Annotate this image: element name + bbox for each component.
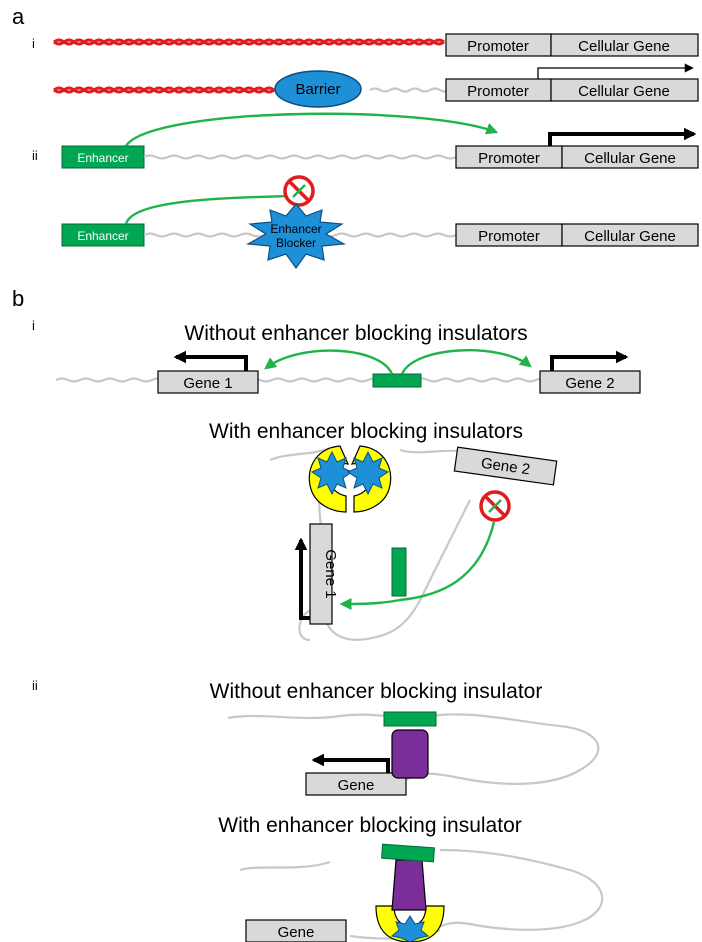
transcription-arrow-icon — [537, 63, 694, 79]
chromatin-loop-bi — [269, 446, 471, 642]
gene-label: Gene — [338, 777, 375, 794]
enhancer-bii-2 — [381, 843, 435, 863]
panel-a-sub-i: i — [32, 36, 35, 51]
blocked-activation-path — [124, 194, 289, 225]
gene2-box: Gene 2 — [539, 350, 641, 394]
gene1-arrow-icon — [294, 537, 310, 620]
dna-row3 — [143, 154, 457, 160]
promoter-gene-row4: Promoter Cellular Gene — [455, 223, 699, 247]
no-sign-icon — [283, 175, 315, 207]
cellular-gene-label: Cellular Gene — [578, 38, 670, 55]
condensed-chromatin-row2 — [53, 86, 275, 94]
heading-without-insulator: Without enhancer blocking insulator — [210, 680, 543, 703]
promoter-label: Promoter — [467, 83, 529, 100]
gene1-label: Gene 1 — [183, 375, 232, 392]
panel-a-label: a — [12, 4, 25, 29]
cohesin-bii-1 — [391, 729, 429, 779]
enhancer-row4: Enhancer — [61, 223, 145, 247]
activation-arrow — [124, 112, 499, 147]
heading-with-insulator: With enhancer blocking insulator — [218, 814, 522, 837]
enhancer-label: Enhancer — [77, 229, 128, 243]
enhancer-blocker-label-line1: Enhancer — [270, 222, 321, 236]
panel-b-sub-i: i — [32, 318, 35, 333]
cellular-gene-label: Cellular Gene — [584, 150, 676, 167]
promoter-gene-row2: Promoter Cellular Gene — [445, 63, 699, 102]
gene1-box-vertical: Gene 1 — [294, 523, 339, 625]
gene1-arrow-icon — [173, 350, 248, 371]
enhancer-blocker-star-burst-icon: Enhancer Blocker — [246, 203, 346, 270]
gene1-box: Gene 1 — [157, 350, 259, 394]
enhancer-bi-top — [372, 373, 422, 388]
open-chromatin-row2 — [369, 87, 451, 93]
star-burst-icon — [346, 450, 390, 496]
strong-transcription-arrow-icon — [548, 127, 697, 146]
enhancer-arrow-right — [400, 349, 532, 375]
promoter-label: Promoter — [478, 228, 540, 245]
enhancer-bi-loop — [391, 547, 407, 597]
enhancer-row3: Enhancer — [61, 145, 145, 169]
insulator-bii-2 — [375, 905, 445, 942]
cohesin-bii-2 — [391, 859, 427, 911]
barrier-element: Barrier — [274, 70, 362, 108]
enhancer-bii-1 — [383, 711, 437, 727]
gene2-box-tilted: Gene 2 — [453, 446, 558, 486]
panel-b-sub-ii: ii — [32, 678, 38, 693]
cellular-gene-label: Cellular Gene — [578, 83, 670, 100]
star-burst-icon — [310, 450, 354, 496]
no-sign-icon — [479, 490, 511, 522]
panel-b-label: b — [12, 286, 24, 311]
insulator-pair — [308, 445, 392, 513]
enhancer-blocker-label-line2: Blocker — [276, 236, 316, 250]
gene-box-bii-2: Gene — [245, 919, 347, 942]
promoter-gene-row1: Promoter Cellular Gene — [445, 33, 699, 57]
promoter-label: Promoter — [467, 38, 529, 55]
promoter-gene-row3: Promoter Cellular Gene — [455, 127, 699, 169]
gene2-label: Gene 2 — [480, 455, 531, 479]
heading-with-insulators: With enhancer blocking insulators — [209, 420, 523, 443]
enhancer-label: Enhancer — [77, 151, 128, 165]
gene2-label: Gene 2 — [565, 375, 614, 392]
gene-label: Gene — [278, 924, 315, 941]
gene-arrow-icon — [311, 753, 390, 773]
condensed-chromatin-row1 — [53, 38, 445, 46]
star-burst-icon — [390, 915, 430, 942]
gene-box-bii-1: Gene — [305, 753, 407, 796]
enhancer-to-gene1-arrow — [339, 521, 496, 610]
cellular-gene-label: Cellular Gene — [584, 228, 676, 245]
heading-without-insulators: Without enhancer blocking insulators — [184, 322, 527, 345]
enhancer-arrow-left — [264, 349, 394, 375]
dna-bi-top — [55, 377, 621, 383]
panel-a-sub-ii: ii — [32, 148, 38, 163]
gene2-arrow-icon — [550, 350, 629, 371]
promoter-label: Promoter — [478, 150, 540, 167]
gene1-label: Gene 1 — [322, 549, 339, 598]
barrier-label: Barrier — [295, 81, 340, 98]
